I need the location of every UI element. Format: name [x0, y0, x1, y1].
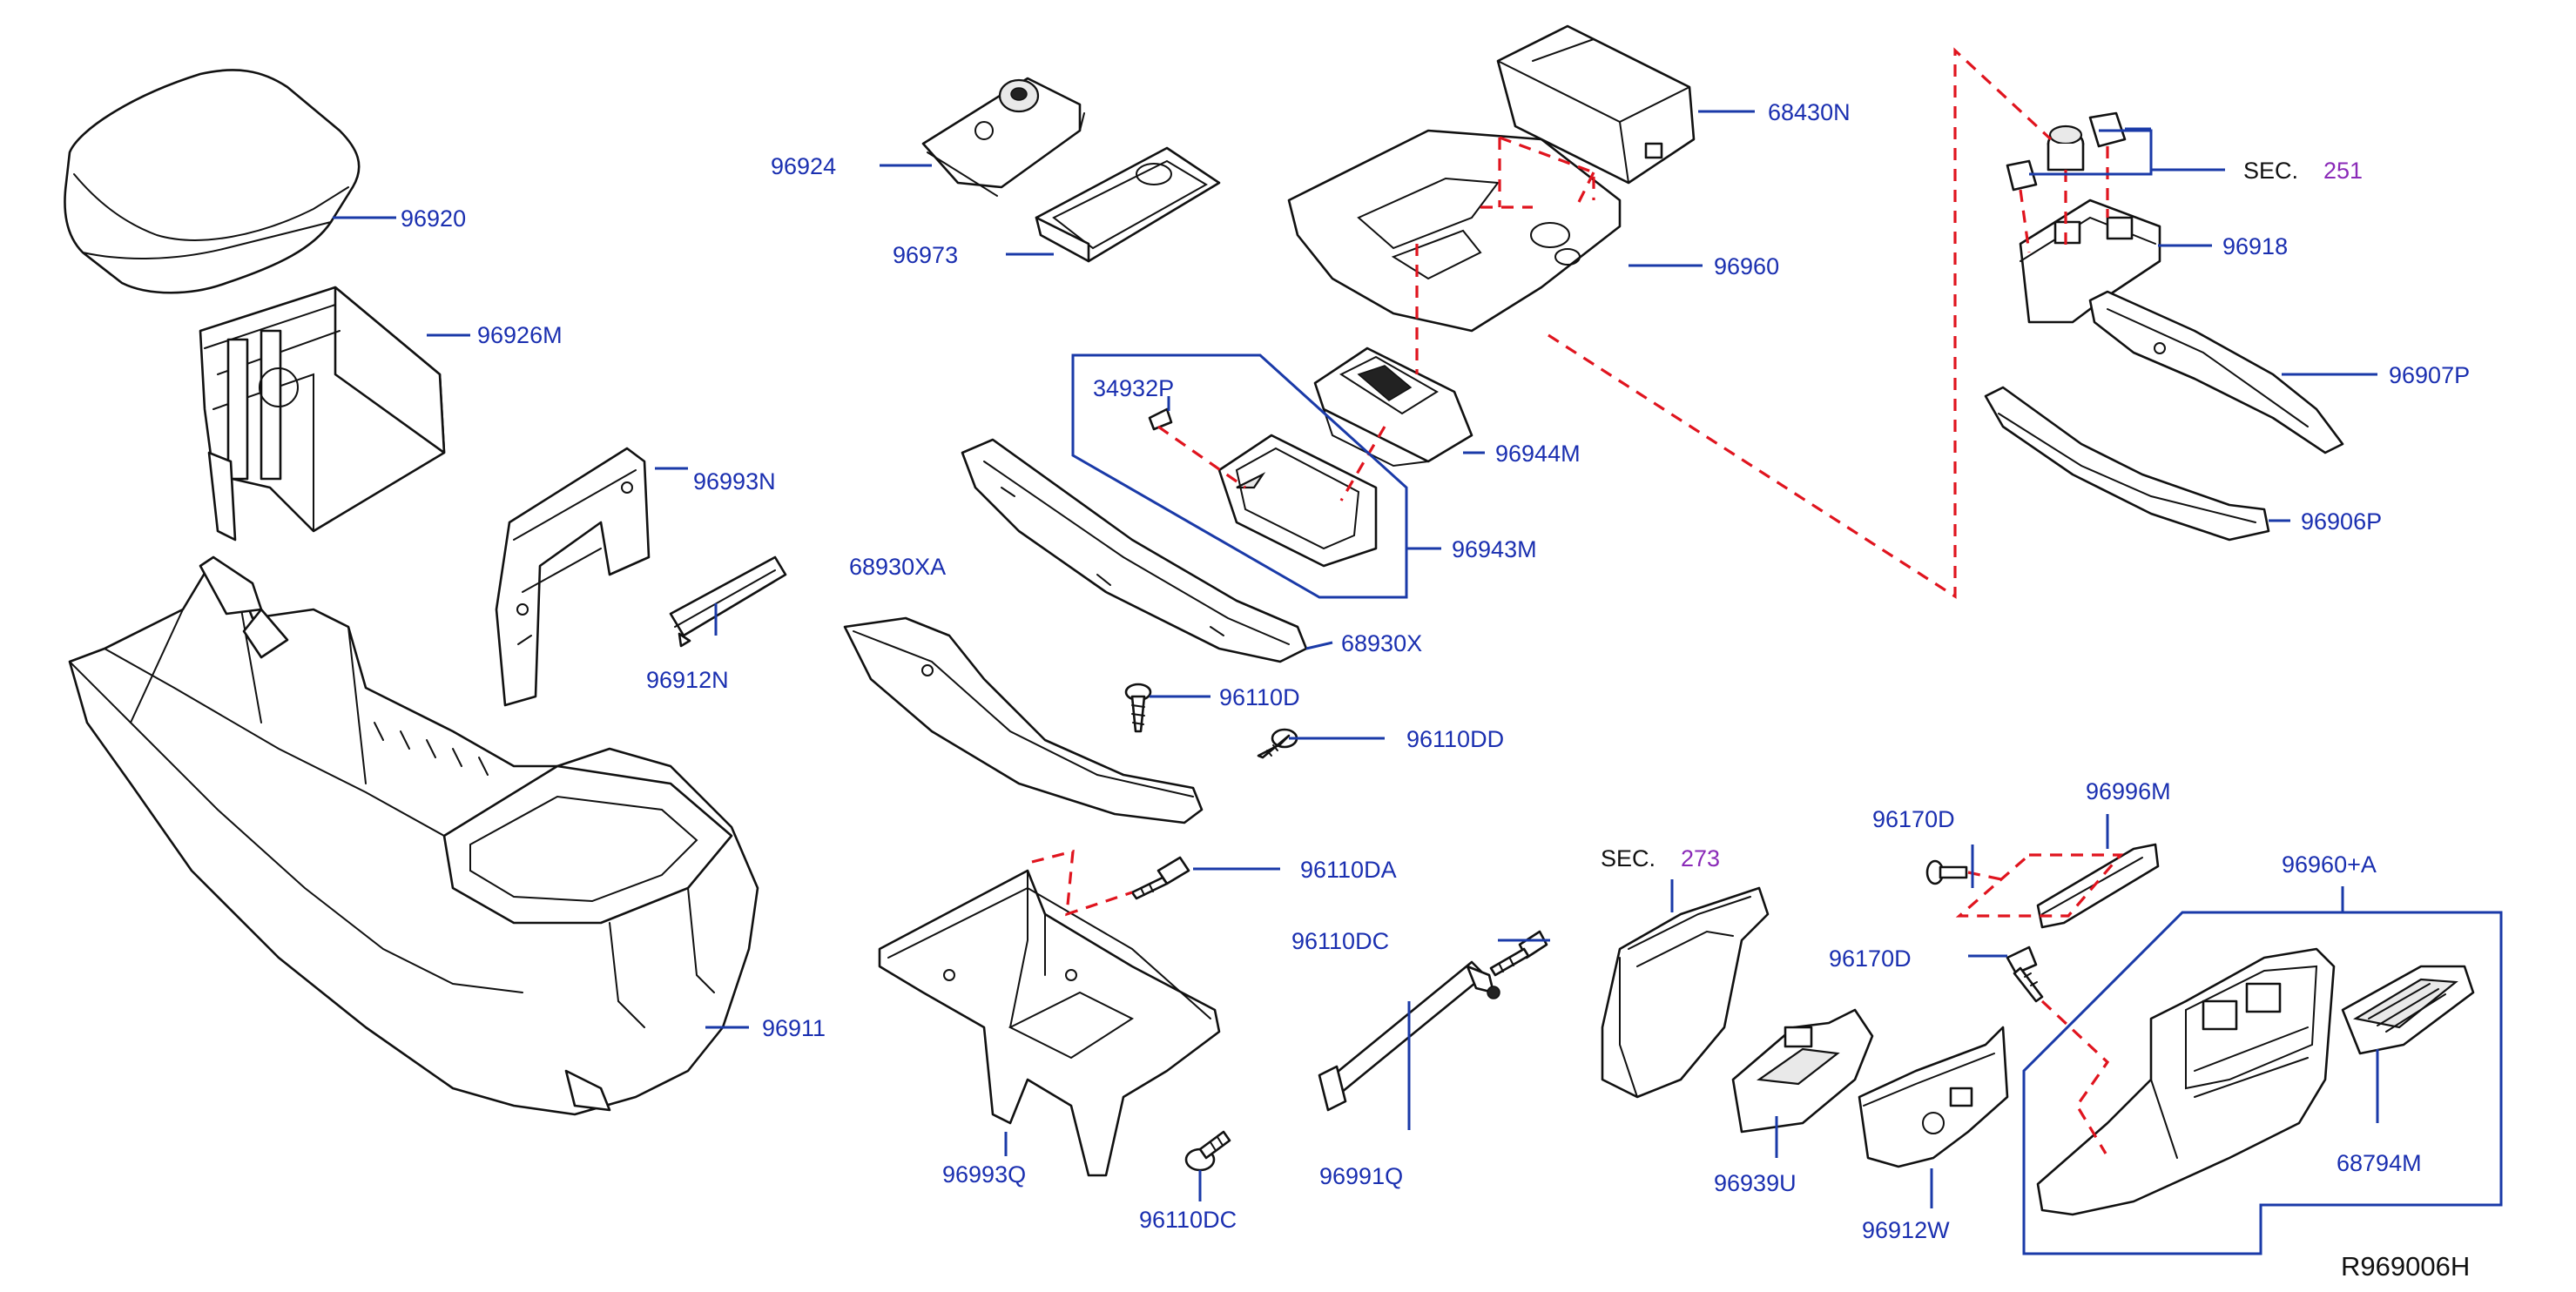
label-96991Q[interactable]: 96991Q	[1319, 1163, 1403, 1189]
label-96996M[interactable]: 96996M	[2086, 778, 2171, 804]
bolt-96170D-upper[interactable]	[1925, 859, 1968, 885]
group-frame-96960A	[2022, 886, 2503, 1255]
label-68930X[interactable]: 68930X	[1341, 630, 1422, 656]
rod-96991Q[interactable]	[1318, 960, 1500, 1112]
upper-finisher-96960[interactable]	[1287, 129, 1622, 333]
label-96911[interactable]: 96911	[762, 1015, 826, 1041]
sec-251-prefix: SEC.	[2243, 158, 2298, 184]
screw-96110DD[interactable]	[1257, 728, 1298, 759]
screw-96110D[interactable]	[1124, 683, 1152, 733]
clip-34932P[interactable]	[1148, 407, 1173, 431]
label-96912N[interactable]: 96912N	[646, 667, 729, 693]
label-96924[interactable]: 96924	[771, 153, 836, 179]
lower-bracket-96993Q[interactable]	[878, 869, 1221, 1177]
main-console-body[interactable]	[68, 555, 759, 1116]
switch-panel-96924[interactable]	[921, 77, 1085, 197]
label-34932P[interactable]: 34932P	[1093, 375, 1174, 401]
label-96973[interactable]: 96973	[893, 242, 958, 268]
air-duct-sec273[interactable]	[1601, 886, 1770, 1099]
panel-96912W[interactable]	[1858, 1026, 2009, 1168]
trim-96912N[interactable]	[669, 555, 787, 648]
trim-strip-96906P[interactable]	[1984, 386, 2270, 542]
label-96110DA[interactable]: 96110DA	[1300, 857, 1397, 883]
label-68930XA[interactable]: 68930XA	[849, 554, 946, 580]
label-96920[interactable]: 96920	[401, 205, 466, 232]
label-96110DD[interactable]: 96110DD	[1406, 726, 1504, 752]
label-96110DC-upper[interactable]: 96110DC	[1291, 928, 1389, 954]
label-96943M[interactable]: 96943M	[1452, 536, 1537, 562]
bolt-96110DC-bottom[interactable]	[1184, 1130, 1231, 1172]
bracket-96996M[interactable]	[2036, 843, 2160, 929]
label-68430N[interactable]: 68430N	[1768, 99, 1851, 125]
switch-bracket-96918[interactable]	[2019, 199, 2161, 324]
tray-96973[interactable]	[1035, 146, 1221, 263]
group-frame-96943M	[1071, 353, 1408, 599]
armrest-lid[interactable]	[64, 69, 361, 294]
bezel-96943M[interactable]	[1217, 434, 1378, 568]
label-96960[interactable]: 96960	[1714, 253, 1779, 279]
label-96906P[interactable]: 96906P	[2301, 508, 2382, 535]
label-96110D[interactable]: 96110D	[1219, 684, 1300, 710]
air-vent-68794M[interactable]	[2341, 965, 2475, 1055]
side-finisher-68930X[interactable]	[961, 438, 1308, 663]
switch-unit-96939U[interactable]	[1731, 1008, 1874, 1134]
label-96170D-upper[interactable]: 96170D	[1872, 806, 1955, 832]
bolt-96110DC-upper[interactable]	[1489, 930, 1548, 977]
label-96926M[interactable]: 96926M	[477, 322, 563, 348]
sec-273-number[interactable]: 273	[1681, 845, 1720, 871]
bolt-96110DA[interactable]	[1130, 856, 1190, 900]
console-storage-box[interactable]	[199, 286, 446, 542]
label-96912W[interactable]: 96912W	[1862, 1217, 1950, 1243]
leader-lines	[333, 110, 2379, 1208]
label-96170D-lower[interactable]: 96170D	[1829, 945, 1912, 972]
side-cover-68930XA[interactable]	[843, 616, 1204, 824]
label-96110DC-bottom[interactable]: 96110DC	[1139, 1207, 1237, 1233]
part-labels: 96920 96926M 96993N 96912N 96911 96924 9…	[401, 99, 2470, 1282]
label-96960A[interactable]: 96960+A	[2282, 851, 2377, 878]
rear-finisher-96960A[interactable]	[2036, 947, 2336, 1216]
control-unit-68430N[interactable]	[1496, 24, 1696, 185]
label-96939U[interactable]: 96939U	[1714, 1170, 1797, 1196]
label-96944M[interactable]: 96944M	[1495, 441, 1581, 467]
label-96993Q[interactable]: 96993Q	[942, 1161, 1026, 1188]
label-96918[interactable]: 96918	[2222, 233, 2288, 259]
bolt-96170D-lower[interactable]	[2006, 945, 2044, 1003]
sec-251-number[interactable]: 251	[2323, 158, 2363, 184]
diagram-reference-id: R969006H	[2341, 1251, 2470, 1282]
trim-strip-96907P[interactable]	[2088, 290, 2344, 454]
label-96907P[interactable]: 96907P	[2389, 362, 2470, 388]
bracket-96944M[interactable]	[1313, 347, 1473, 468]
label-96993N[interactable]: 96993N	[693, 468, 776, 495]
sec-273-prefix: SEC.	[1601, 845, 1656, 871]
bracket-96993N[interactable]	[495, 447, 651, 707]
label-68794M[interactable]: 68794M	[2337, 1150, 2422, 1176]
